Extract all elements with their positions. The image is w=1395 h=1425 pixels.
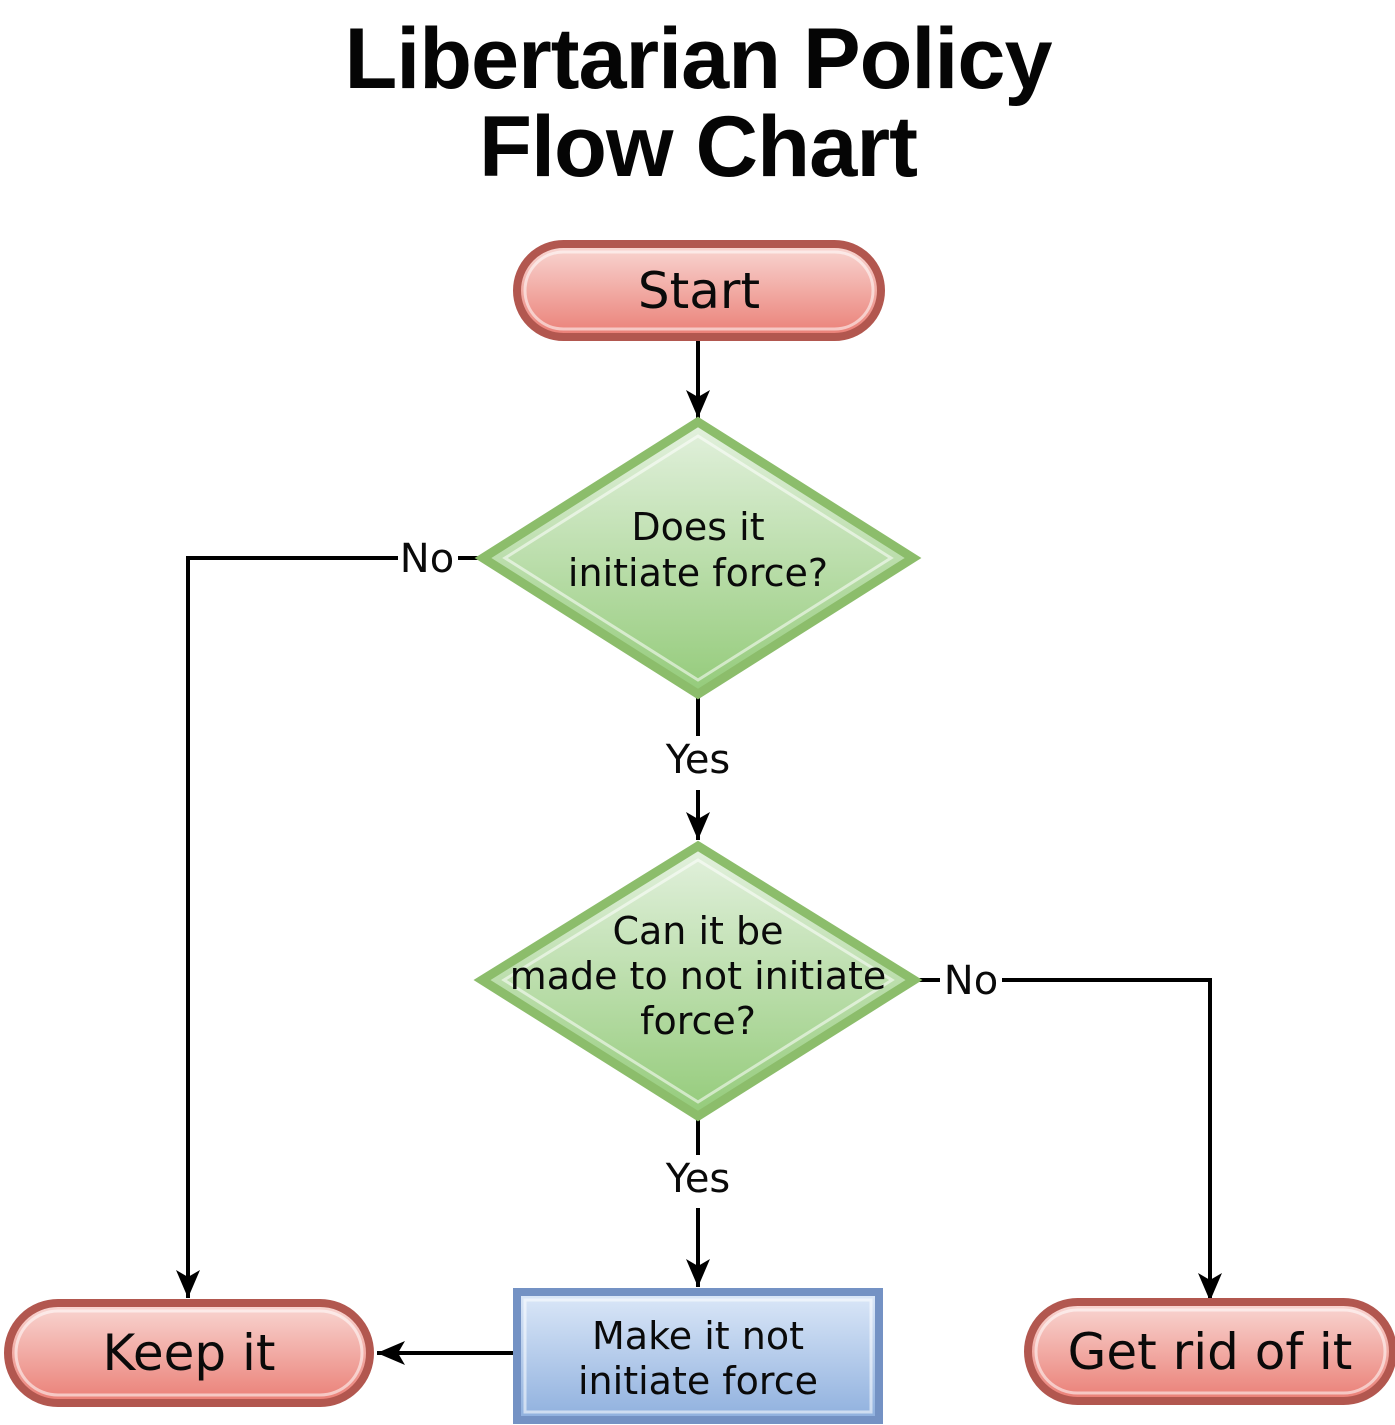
- decision1-inner-highlight: [502, 434, 894, 682]
- edge-label-decision1-yes: Yes: [665, 737, 731, 783]
- keep-node-label: Keep it: [103, 1324, 276, 1382]
- decision1-shape: [474, 416, 922, 700]
- keep-node-shape: [4, 1299, 374, 1407]
- decision2-label-line1: Can it be: [612, 909, 783, 953]
- process-node-inner-highlight: [523, 1298, 873, 1414]
- page-title-line1: Libertarian Policy: [345, 11, 1053, 107]
- decision2-shape: [473, 840, 923, 1122]
- edge-label-decision1-no: No: [400, 536, 454, 582]
- keep-node-inner-highlight: [14, 1309, 364, 1397]
- start-node-shape: [513, 240, 885, 341]
- get-rid-node-inner-highlight: [1034, 1308, 1387, 1395]
- decision2-inner-highlight: [501, 858, 895, 1104]
- decision2-label-line3: force?: [640, 999, 756, 1043]
- decision1-label-line2: initiate force?: [568, 551, 828, 595]
- page-title-line2: Flow Chart: [479, 99, 917, 195]
- decision1-label-line1: Does it: [631, 505, 764, 549]
- process-node-shape: [513, 1288, 883, 1424]
- edge-label-decision2-yes: Yes: [665, 1156, 731, 1202]
- edge-label-decision2-no: No: [944, 958, 998, 1004]
- get-rid-node-shape: [1024, 1298, 1395, 1405]
- decision2-label-line2: made to not initiate: [510, 954, 887, 998]
- start-node-inner-highlight: [523, 250, 875, 331]
- start-node-label: Start: [638, 262, 760, 320]
- get-rid-node-label: Get rid of it: [1068, 1323, 1353, 1381]
- process-node-label-line1: Make it not: [592, 1314, 804, 1358]
- process-node-label-line2: initiate force: [578, 1359, 818, 1403]
